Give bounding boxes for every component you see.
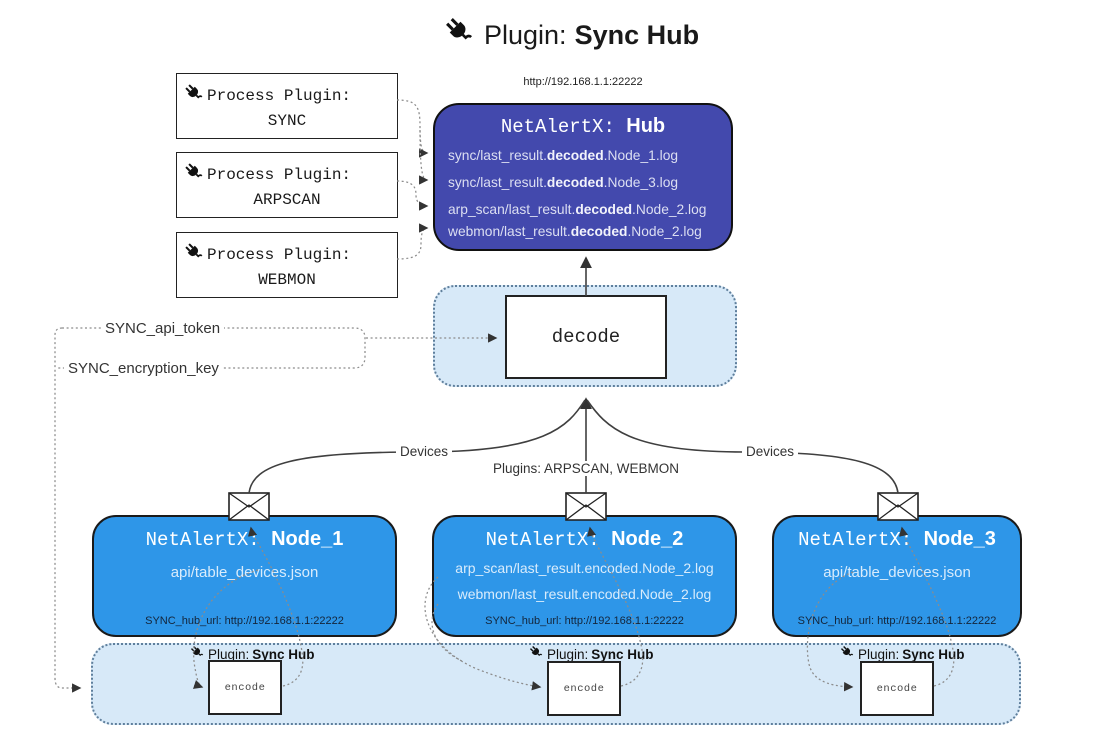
edge-webmon-to-hublog4 bbox=[396, 223, 429, 260]
hub-log-line: sync/last_result.decoded.Node_1.log bbox=[448, 148, 679, 163]
process-plugin-name: WEBMON bbox=[258, 270, 316, 289]
hub-box: NetAlertX: Hub sync/last_result.decoded.… bbox=[433, 103, 733, 251]
node-file-line: api/table_devices.json bbox=[170, 564, 319, 581]
process-plugin-box-sync: Process Plugin: SYNC bbox=[176, 73, 398, 139]
page-title: Plugin: Sync Hub bbox=[444, 16, 699, 55]
node-file-line: webmon/last_result.encoded.Node_2.log bbox=[457, 586, 712, 602]
edge-arpscan-to-hublog3 bbox=[396, 180, 429, 211]
envelope-icon bbox=[877, 492, 919, 521]
encode-box: encode bbox=[208, 660, 282, 715]
node-hub-url: SYNC_hub_url: http://192.168.1.1:22222 bbox=[485, 615, 684, 627]
node-box-2: NetAlertX: Node_2 arp_scan/last_result.e… bbox=[432, 515, 737, 637]
process-plugin-name: SYNC bbox=[267, 111, 307, 130]
node-box-1: NetAlertX: Node_1 api/table_devices.json… bbox=[92, 515, 397, 637]
plugins-label: Plugins: ARPSCAN, WEBMON bbox=[488, 461, 684, 476]
decode-box: decode bbox=[505, 295, 667, 379]
plug-icon bbox=[190, 645, 205, 663]
plug-icon bbox=[529, 645, 544, 663]
plug-icon bbox=[184, 83, 205, 109]
plug-icon bbox=[184, 162, 205, 188]
hub-url-label: http://192.168.1.1:22222 bbox=[523, 76, 643, 88]
process-plugin-box-webmon: Process Plugin: WEBMON bbox=[176, 232, 398, 298]
process-plugin-name: ARPSCAN bbox=[253, 190, 321, 209]
edge-settings-to-band bbox=[54, 327, 82, 693]
edge-sync-to-hublog1 bbox=[396, 99, 429, 158]
hub-title: NetAlertX: Hub bbox=[500, 115, 666, 138]
title-bold: Sync Hub bbox=[574, 20, 700, 50]
hub-log-line: arp_scan/last_result.decoded.Node_2.log bbox=[448, 202, 707, 217]
process-plugin-label: Process Plugin: bbox=[207, 165, 352, 184]
plug-icon bbox=[840, 645, 855, 663]
node-title: NetAlertX: Node_3 bbox=[798, 528, 996, 551]
node-title: NetAlertX: Node_1 bbox=[145, 528, 344, 551]
node-file-line: api/table_devices.json bbox=[823, 564, 971, 581]
process-plugin-label: Process Plugin: bbox=[207, 86, 352, 105]
devices-label-right-top: Devices bbox=[742, 444, 799, 459]
node-hub-url: SYNC_hub_url: http://192.168.1.1:22222 bbox=[145, 615, 344, 627]
hub-log-line: sync/last_result.decoded.Node_3.log bbox=[448, 175, 679, 190]
process-plugin-label: Process Plugin: bbox=[207, 245, 352, 264]
encode-box: encode bbox=[860, 661, 934, 716]
node-box-3: NetAlertX: Node_3 api/table_devices.json… bbox=[772, 515, 1022, 637]
devices-label-left-top: Devices bbox=[396, 444, 453, 459]
sync-api-token-label-top: SYNC_api_token bbox=[101, 320, 225, 337]
encode-box: encode bbox=[547, 661, 621, 716]
envelope-icon bbox=[228, 492, 270, 521]
hub-log-line: webmon/last_result.decoded.Node_2.log bbox=[448, 224, 702, 239]
node-file-line: arp_scan/last_result.encoded.Node_2.log bbox=[455, 560, 714, 576]
plug-icon bbox=[184, 242, 205, 268]
process-plugin-box-arpscan: Process Plugin: ARPSCAN bbox=[176, 152, 398, 218]
edge-sync-to-hublog2 bbox=[419, 129, 429, 185]
sync-encryption-key-label-top: SYNC_encryption_key bbox=[64, 360, 223, 377]
node-hub-url: SYNC_hub_url: http://192.168.1.1:22222 bbox=[797, 615, 997, 627]
node-title: NetAlertX: Node_2 bbox=[485, 528, 684, 551]
plug-icon bbox=[444, 16, 476, 55]
envelope-icon bbox=[565, 492, 607, 521]
title-prefix: Plugin: bbox=[484, 20, 567, 50]
